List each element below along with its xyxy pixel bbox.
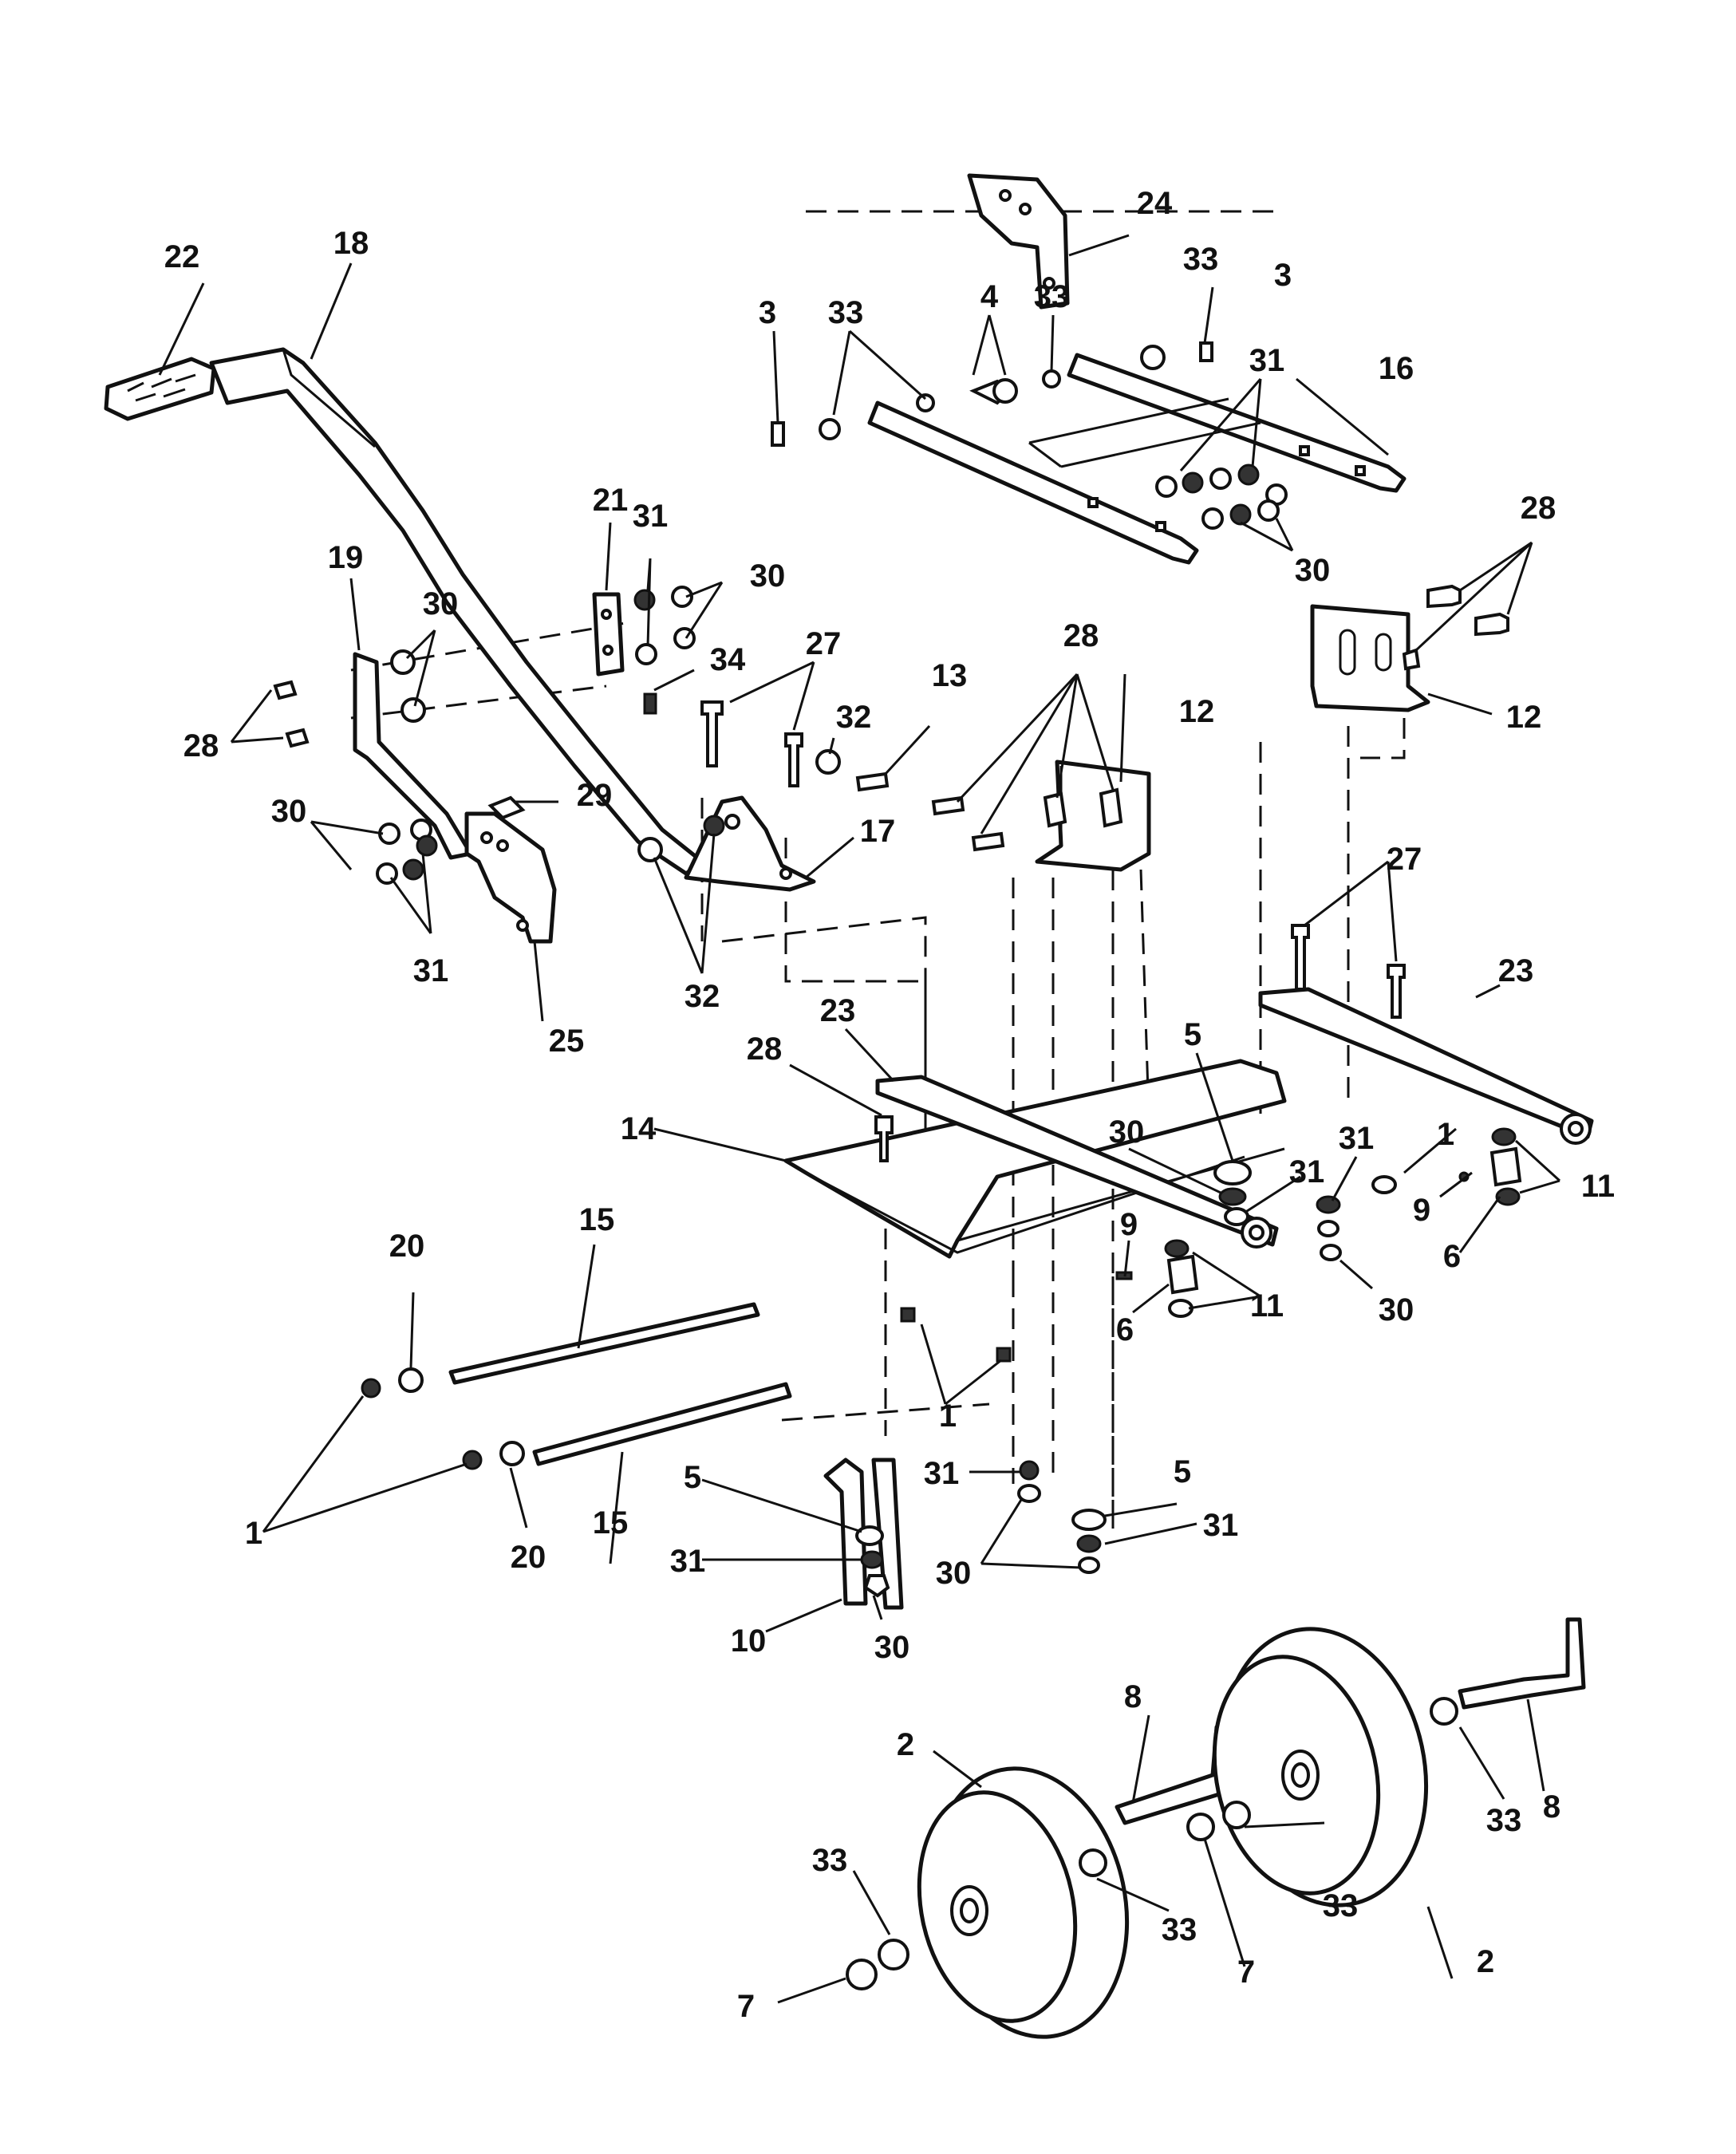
callout-8: 8: [1124, 1679, 1142, 1714]
callout-28: 28: [747, 1032, 783, 1067]
callout-32: 32: [685, 979, 720, 1014]
plate-21: [592, 592, 625, 677]
hardware: [273, 341, 1522, 1990]
callout-30: 30: [271, 794, 307, 829]
callout-11: 11: [1581, 1169, 1615, 1204]
callout-25: 25: [549, 1024, 585, 1059]
callout-20: 20: [389, 1229, 425, 1264]
callout-labels: 22 18 24 33 3 3 33 4 33 16 31 30 28 21 3…: [164, 186, 1615, 2024]
callout-22: 22: [164, 239, 200, 274]
bracket-19: [353, 652, 473, 860]
callout-8: 8: [1543, 1789, 1560, 1825]
callout-13: 13: [932, 658, 968, 693]
callout-31: 31: [633, 499, 669, 534]
callout-33: 33: [1034, 279, 1070, 314]
callout-30: 30: [1379, 1292, 1414, 1328]
callout-31: 31: [1203, 1508, 1239, 1543]
bracket-12-right: [1310, 604, 1430, 712]
callout-31: 31: [924, 1456, 960, 1491]
wheel-2-left: [917, 1766, 1130, 2039]
bracket-25: [464, 811, 557, 944]
wheel-2-right: [1212, 1627, 1429, 1907]
callout-33: 33: [812, 1843, 848, 1878]
callout-30: 30: [936, 1556, 972, 1591]
callout-31: 31: [1249, 343, 1285, 378]
rail-23-right: [1258, 987, 1594, 1145]
callout-24: 24: [1137, 186, 1173, 221]
callout-33: 33: [1162, 1912, 1197, 1947]
callout-12: 12: [1179, 694, 1215, 729]
callout-1: 1: [1437, 1117, 1454, 1152]
callout-33: 33: [1183, 242, 1219, 277]
callout-33: 33: [1486, 1803, 1522, 1838]
callout-31: 31: [1339, 1121, 1375, 1156]
bracket-assembly-16: [867, 353, 1407, 565]
callout-10: 10: [731, 1623, 767, 1659]
leader-lines: [158, 234, 1561, 2004]
callout-33: 33: [1323, 1888, 1359, 1923]
callout-9: 9: [1413, 1193, 1430, 1228]
callout-30: 30: [423, 586, 459, 621]
callout-31: 31: [413, 953, 449, 988]
callout-19: 19: [328, 540, 364, 575]
callout-30: 30: [1109, 1114, 1145, 1150]
callout-23: 23: [1498, 953, 1534, 988]
callout-3: 3: [759, 295, 776, 330]
rail-23-left: [875, 1075, 1279, 1249]
callout-27: 27: [806, 626, 842, 661]
callout-21: 21: [593, 483, 629, 518]
callout-30: 30: [1295, 553, 1331, 588]
bracket-17: [684, 795, 816, 892]
callout-14: 14: [621, 1111, 657, 1146]
callout-27: 27: [1387, 842, 1422, 877]
callout-30: 30: [874, 1630, 910, 1665]
callout-1: 1: [245, 1516, 262, 1551]
callout-2: 2: [1477, 1944, 1494, 1979]
callout-5: 5: [1174, 1454, 1191, 1489]
callout-5: 5: [684, 1460, 701, 1495]
callout-15: 15: [593, 1505, 629, 1541]
rod-15-upper: [448, 1302, 760, 1385]
callout-7: 7: [1237, 1955, 1255, 1990]
callout-3: 3: [1274, 258, 1292, 293]
callout-15: 15: [579, 1202, 615, 1237]
callout-1: 1: [939, 1399, 957, 1434]
callout-28: 28: [1063, 618, 1099, 653]
callout-31: 31: [1289, 1154, 1325, 1189]
callout-17: 17: [860, 814, 896, 849]
callout-9: 9: [1120, 1207, 1138, 1242]
callout-29: 29: [577, 778, 613, 813]
callout-5: 5: [1184, 1017, 1201, 1052]
callout-31: 31: [670, 1544, 706, 1579]
callout-34: 34: [710, 642, 746, 677]
callout-4: 4: [980, 279, 999, 314]
callout-28: 28: [1521, 491, 1556, 526]
callout-12: 12: [1506, 700, 1542, 735]
callout-2: 2: [897, 1727, 914, 1762]
callout-7: 7: [737, 1989, 755, 2024]
callout-18: 18: [333, 226, 369, 261]
callout-16: 16: [1379, 351, 1414, 386]
callout-30: 30: [750, 558, 786, 594]
axle-8-right: [1458, 1617, 1586, 1710]
rod-15-lower: [532, 1382, 792, 1466]
callout-6: 6: [1116, 1312, 1134, 1347]
callout-28: 28: [183, 728, 219, 763]
bracket-24: [967, 173, 1070, 310]
callout-6: 6: [1443, 1239, 1461, 1274]
callout-20: 20: [511, 1540, 546, 1575]
callout-23: 23: [820, 993, 856, 1028]
callout-33: 33: [828, 295, 864, 330]
foot-pedal-22: [104, 357, 216, 421]
callout-11: 11: [1250, 1288, 1284, 1324]
callout-32: 32: [836, 700, 872, 735]
